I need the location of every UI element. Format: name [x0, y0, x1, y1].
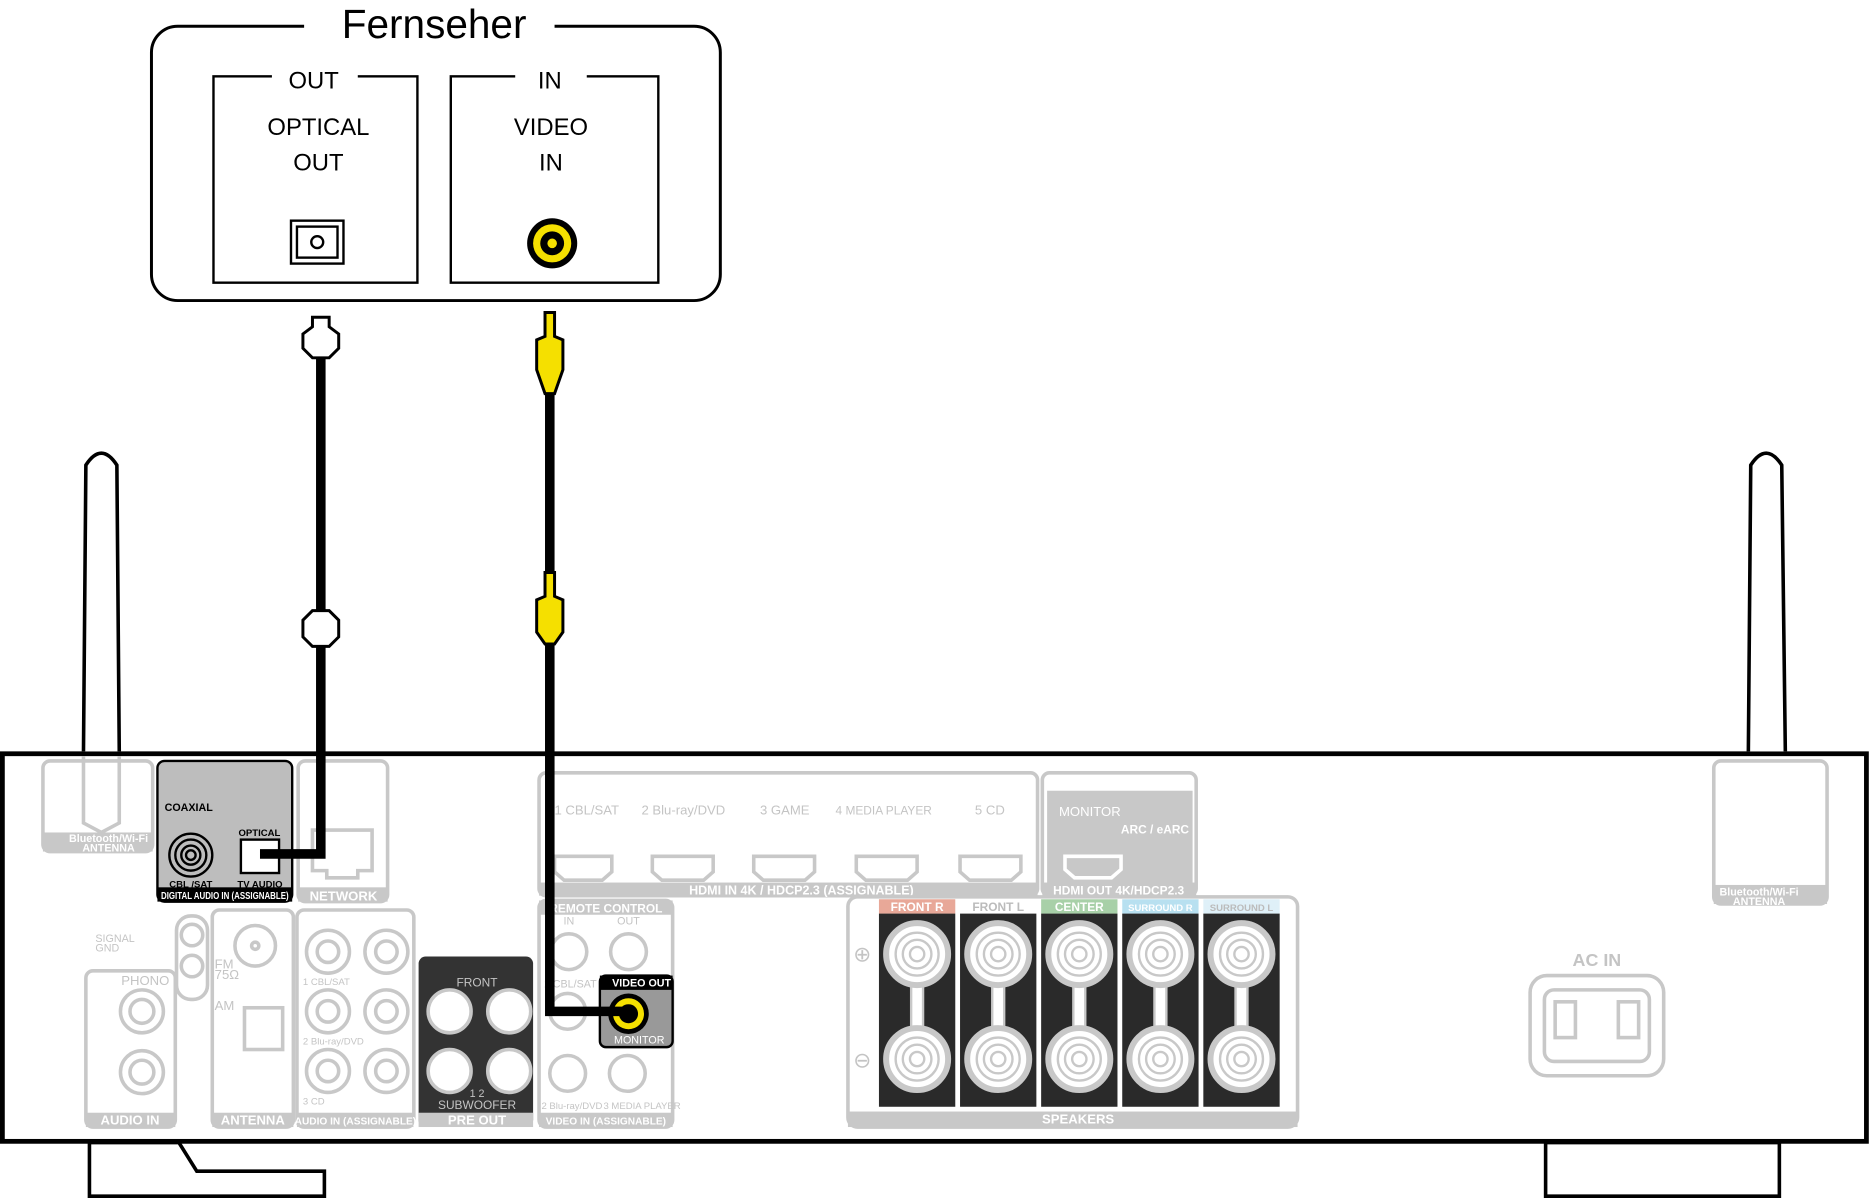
receiver-hdmi-in-inputs-3-label: 4 MEDIA PLAYER [836, 804, 933, 818]
receiver-remote-control-title-label: REMOTE CONTROL [549, 901, 662, 915]
receiver-hdmi-in-inputs-4-label: 5 CD [975, 803, 1005, 818]
receiver-speakers-minus-label: ⊖ [853, 1048, 871, 1072]
video-out-monitor-jack[interactable]: VIDEO OUT MONITOR [598, 974, 674, 1049]
antenna-right-icon: Bluetooth/Wi-Fi ANTENNA [1711, 451, 1829, 908]
receiver-hdmi-in-inputs-0-label: 1 CBL/SAT [554, 803, 619, 818]
ac-in-socket: AC IN [1528, 950, 1666, 1078]
hdmi-port-icons [552, 854, 1023, 882]
speaker-channel-label: CENTER [1055, 900, 1104, 914]
coaxial-jack-icon [168, 832, 214, 878]
tv-optical-label-2: OUT [293, 150, 344, 177]
receiver-network-label: NETWORK [310, 888, 378, 903]
receiver-speakers-footer-label: SPEAKERS [1042, 1111, 1114, 1126]
tv-device: Fernseher OUT OPTICAL OUT IN VIDEO IN [149, 1, 722, 303]
receiver-digital-audio-coaxial-label: COAXIAL [165, 802, 214, 814]
receiver-hdmi-in-inputs-2-label: 3 GAME [760, 803, 810, 818]
receiver-audio-in-label: AUDIO IN [100, 1113, 159, 1128]
receiver-video-in-inputs-0-label: 1 CBL/SAT [544, 978, 597, 990]
speaker-channel-label: SURROUND L [1210, 903, 1274, 914]
receiver-bt-antenna-right-0-label: Bluetooth/Wi-Fi [1720, 887, 1799, 899]
receiver-digital-audio-cbl-sat-label: CBL /SAT [169, 879, 212, 890]
digital-audio-in-panel: COAXIAL OPTICAL CBL /SAT TV AUDIO DIGITA… [156, 759, 294, 903]
optical-cable [259, 315, 341, 859]
receiver-digital-audio-optical-label: OPTICAL [239, 828, 281, 839]
receiver-antenna-fm-1-label: 75Ω [215, 967, 240, 982]
receiver-bt-antenna-right-1-label: ANTENNA [1733, 896, 1786, 908]
tv-video-label-1: VIDEO [514, 114, 588, 141]
receiver-antenna-am-label: AM [215, 998, 235, 1013]
receiver-hdmi-out-arc-label: ARC / eARC [1121, 823, 1190, 837]
tv-video-label-2: IN [539, 150, 563, 177]
speaker-channel-label: FRONT R [891, 900, 944, 914]
receiver-hdmi-out-monitor-label: MONITOR [1059, 804, 1121, 819]
receiver-speakers-plus-label: ⊕ [853, 942, 871, 966]
tv-optical-label-1: OPTICAL [267, 114, 369, 141]
antenna-left-icon: Bluetooth/Wi-Fi ANTENNA [41, 451, 155, 855]
receiver-audio-in-assignable-inputs-0-label: 1 CBL/SAT [303, 977, 350, 988]
receiver-phono-label: PHONO [121, 973, 169, 988]
receiver-ac-in-label: AC IN [1573, 950, 1622, 970]
receiver-audio-in-assignable-inputs-1-label: 2 Blu-ray/DVD [303, 1037, 364, 1048]
speakers-panel: ⊕ ⊖ FRONT R FRONT L CENTER SURROUND R SURROU… [846, 895, 1300, 1129]
tv-title: Fernseher [342, 1, 527, 47]
receiver-video-in-inputs-2-label: 3 MEDIA PLAYER [603, 1101, 680, 1112]
hdmi-in-panel: 1 CBL/SAT 2 Blu-ray/DVD 3 GAME 4 MEDIA P… [537, 771, 1040, 897]
receiver-hdmi-out-footer-label: HDMI OUT 4K/HDCP2.3 [1053, 883, 1184, 897]
receiver-video-in-footer-label: VIDEO IN (ASSIGNABLE) [546, 1117, 666, 1128]
receiver-signal-gnd-0-label: SIGNAL [95, 933, 134, 945]
speaker-terminal-front-r[interactable]: FRONT R [878, 899, 956, 1107]
receiver-remote-control-in-label: IN [564, 915, 575, 927]
receiver-antenna-footer-label: ANTENNA [221, 1113, 286, 1128]
receiver-audio-in-assignable-footer-label: AUDIO IN (ASSIGNABLE) [295, 1117, 417, 1128]
receiver-video-out-title-label: VIDEO OUT [612, 977, 671, 989]
receiver-pre-out-front-label: FRONT [457, 975, 498, 989]
receiver-pre-out-footer-label: PRE OUT [448, 1113, 506, 1128]
signal-gnd-terminal: SIGNAL GND [95, 914, 210, 1002]
pre-out-panel: FRONT 1 2 SUBWOOFER PRE OUT [418, 956, 534, 1128]
receiver-bt-antenna-left-1-label: ANTENNA [82, 843, 135, 855]
receiver-hdmi-in-footer-label: HDMI IN 4K / HDCP2.3 (ASSIGNABLE) [689, 883, 914, 897]
speaker-channel-label: FRONT L [972, 900, 1024, 914]
receiver-video-in-inputs-1-label: 2 Blu-ray/DVD [541, 1101, 602, 1112]
receiver-hdmi-in-inputs-1-label: 2 Blu-ray/DVD [641, 803, 725, 818]
receiver-video-out-monitor-label: MONITOR [614, 1035, 665, 1047]
tv-in-group-label: IN [538, 67, 562, 94]
receiver-pre-out-subwoofer-label: SUBWOOFER [438, 1098, 516, 1112]
network-port: NETWORK [296, 759, 390, 903]
receiver-digital-audio-footer-label: DIGITAL AUDIO IN (ASSIGNABLE) [161, 891, 289, 902]
receiver-remote-control-out-label: OUT [617, 915, 640, 927]
video-in-jack-icon [527, 218, 578, 269]
tv-out-group-label: OUT [288, 67, 339, 94]
antenna-terminals-panel: FM 75Ω AM ANTENNA [210, 908, 296, 1129]
speaker-terminal-surround-l[interactable]: SURROUND L [1203, 899, 1280, 1107]
speaker-channel-label: SURROUND R [1128, 903, 1193, 914]
optical-out-jack-icon [289, 219, 345, 265]
audio-in-assignable-panel: 1 CBL/SAT 2 Blu-ray/DVD 3 CD AUDIO IN (A… [295, 908, 417, 1129]
receiver-audio-in-assignable-inputs-2-label: 3 CD [303, 1096, 325, 1107]
hdmi-out-panel: MONITOR ARC / eARC HDMI OUT 4K/HDCP2.3 [1040, 771, 1198, 897]
receiver-digital-audio-tv-audio-label: TV AUDIO [237, 879, 283, 890]
audio-in-phono-panel: PHONO AUDIO IN [84, 969, 178, 1129]
speaker-terminal-center[interactable]: CENTER [1041, 899, 1118, 1107]
video-cable [535, 310, 629, 1017]
receiver-antenna-fm-0-label: FM [215, 956, 234, 971]
receiver-pre-out-sub-numbers-label: 1 2 [470, 1088, 485, 1100]
av-receiver: Bluetooth/Wi-Fi ANTENNA Bluetooth/Wi-Fi … [0, 451, 1869, 1198]
receiver-signal-gnd-1-label: GND [95, 943, 119, 955]
speaker-terminal-surround-r[interactable]: SURROUND R [1122, 899, 1199, 1107]
receiver-bt-antenna-left-0-label: Bluetooth/Wi-Fi [69, 833, 148, 845]
speaker-terminal-front-l[interactable]: FRONT L [960, 899, 1037, 1107]
